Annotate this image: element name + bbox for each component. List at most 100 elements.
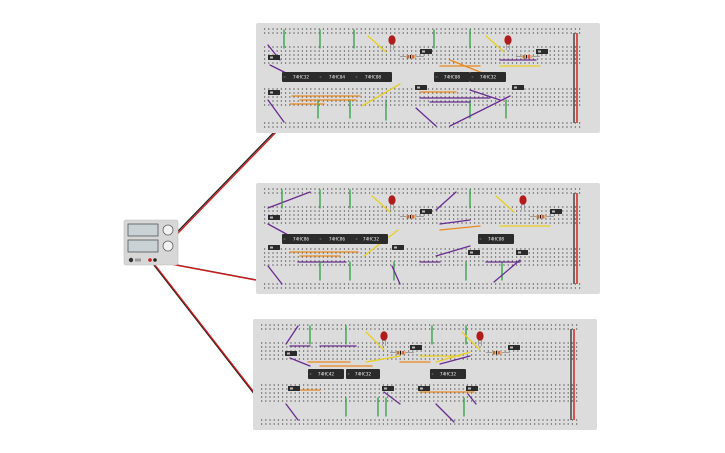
ic-chip-body: [434, 72, 470, 82]
jumper-wire-purple[interactable]: [285, 325, 299, 345]
ic-chip-body: [354, 234, 388, 244]
ic-chip-body: [318, 72, 356, 82]
jumper-wire-yellow[interactable]: [367, 35, 387, 53]
power-supply-display-current: [127, 239, 159, 253]
chip-1-4[interactable]: 74HC08: [434, 72, 470, 82]
led[interactable]: [380, 331, 388, 341]
dip-switch[interactable]: [288, 386, 300, 391]
ic-chip-body: [346, 369, 380, 379]
jumper-wire-purple[interactable]: [267, 191, 311, 209]
chip-3-3[interactable]: 74HC32: [430, 369, 466, 379]
jumper-wire-orange[interactable]: [439, 225, 481, 231]
breadboard-bottom[interactable]: 74HC42 74HC32 74HC32: [253, 319, 597, 430]
jumper-wire-yellow[interactable]: [485, 35, 505, 53]
chip-1-1[interactable]: 74HC32: [282, 72, 320, 82]
ic-chip-label: 74HC32: [480, 75, 497, 81]
ic-chip-body: [470, 72, 506, 82]
voltage-knob[interactable]: [162, 224, 174, 236]
jumper-wire-yellow[interactable]: [361, 83, 401, 107]
ic-chip-label: 74HC08: [488, 237, 505, 243]
dip-switch[interactable]: [410, 345, 422, 350]
jumper-wire-purple[interactable]: [267, 99, 285, 123]
dip-switch[interactable]: [420, 49, 432, 54]
current-knob[interactable]: [162, 240, 174, 252]
jumper-wire-purple[interactable]: [435, 191, 457, 211]
led[interactable]: [388, 195, 396, 205]
dip-switch[interactable]: [512, 85, 524, 90]
jumper-wire-yellow[interactable]: [435, 351, 471, 363]
dc-power-supply[interactable]: [123, 219, 179, 266]
power-switch[interactable]: [128, 257, 134, 263]
dip-switch[interactable]: [268, 245, 280, 250]
jumper-wire-yellow[interactable]: [461, 331, 481, 351]
led[interactable]: [388, 35, 396, 45]
jumper-wire-yellow[interactable]: [365, 355, 401, 363]
chip-2-1[interactable]: 74HC86: [282, 234, 320, 244]
chip-2-2[interactable]: 74HC86: [318, 234, 356, 244]
led[interactable]: [519, 195, 527, 205]
ic-chip-body: [478, 234, 514, 244]
dip-switch[interactable]: [415, 85, 427, 90]
ic-chip-body: [354, 72, 392, 82]
positive-terminal[interactable]: [148, 258, 152, 262]
ic-chip-label: 74HC32: [355, 372, 372, 378]
jumper-wire-purple[interactable]: [435, 403, 455, 423]
chip-3-1[interactable]: 74HC42: [308, 369, 344, 379]
jumper-wire-purple[interactable]: [439, 219, 471, 225]
dip-switch[interactable]: [268, 90, 280, 95]
jumper-wire-purple[interactable]: [435, 245, 471, 257]
dip-switch[interactable]: [536, 49, 548, 54]
breadboard-holes: [264, 188, 581, 289]
dip-switch[interactable]: [418, 386, 430, 391]
negative-terminal[interactable]: [153, 258, 157, 262]
breadboard-body: [253, 319, 597, 430]
jumper-wire-purple[interactable]: [289, 357, 311, 367]
chip-1-3[interactable]: 74HC08: [354, 72, 392, 82]
jumper-wire-purple[interactable]: [469, 89, 501, 101]
chip-2-4[interactable]: 74HC08: [478, 234, 514, 244]
dip-switch[interactable]: [392, 245, 404, 250]
jumper-wire-yellow[interactable]: [365, 331, 385, 351]
power-indicator: [135, 258, 141, 262]
jumper-wire-purple[interactable]: [415, 107, 437, 127]
led[interactable]: [476, 331, 484, 341]
chip-1-2[interactable]: 74HC04: [318, 72, 356, 82]
jumper-wire-purple[interactable]: [439, 355, 471, 365]
ic-chip-label: 74HC42: [318, 372, 335, 378]
chip-1-5[interactable]: 74HC32: [470, 72, 506, 82]
jumper-wire-purple[interactable]: [493, 259, 521, 283]
ic-chip-label: 74HC86: [329, 237, 346, 243]
breadboard-body: [256, 183, 600, 294]
breadboard-middle[interactable]: 74HC86 74HC86 74HC32 74HC08: [256, 183, 600, 294]
jumper-wire-purple[interactable]: [467, 393, 477, 405]
ic-chip-label: 74HC08: [444, 75, 461, 81]
led[interactable]: [504, 35, 512, 45]
dip-switch[interactable]: [550, 209, 562, 214]
dip-switch[interactable]: [285, 351, 297, 356]
jumper-wire-yellow[interactable]: [495, 195, 515, 213]
dip-switch[interactable]: [268, 215, 280, 220]
ic-chip-body: [318, 234, 356, 244]
jumper-wires: [285, 325, 481, 423]
dip-switch[interactable]: [420, 209, 432, 214]
dip-switch[interactable]: [468, 250, 480, 255]
jumper-wire-purple[interactable]: [285, 403, 299, 421]
dip-switch[interactable]: [516, 250, 528, 255]
jumper-wire-yellow[interactable]: [371, 195, 391, 213]
ic-chip-body: [282, 72, 320, 82]
dip-switch[interactable]: [466, 386, 478, 391]
dip-switch[interactable]: [508, 345, 520, 350]
chip-3-2[interactable]: 74HC32: [346, 369, 380, 379]
ic-chip-body: [282, 234, 320, 244]
ic-chip-body: [308, 369, 344, 379]
jumper-wire-purple[interactable]: [383, 391, 401, 405]
dip-switch[interactable]: [268, 55, 280, 60]
dip-switch[interactable]: [382, 386, 394, 391]
chip-2-3[interactable]: 74HC32: [354, 234, 388, 244]
jumper-wire-purple[interactable]: [449, 95, 511, 127]
jumper-wire-purple[interactable]: [267, 265, 283, 285]
jumper-wire-purple[interactable]: [391, 265, 401, 285]
